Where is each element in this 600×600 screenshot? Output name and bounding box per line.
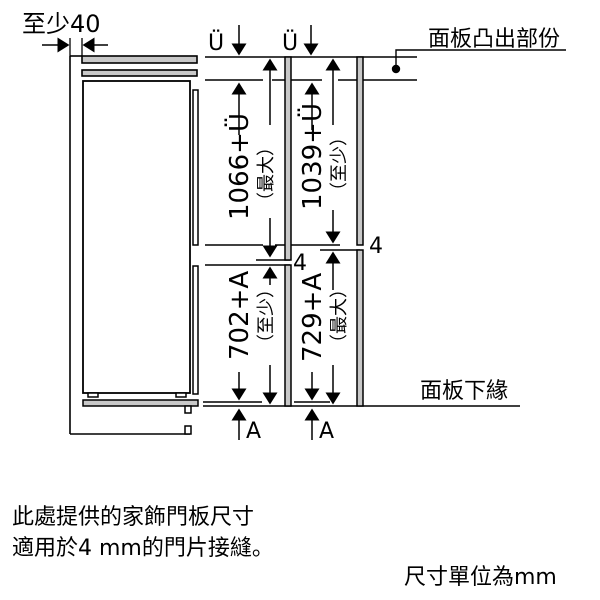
cabinet-niche xyxy=(69,55,190,435)
upper-door-panel-right xyxy=(356,56,364,246)
appliance-base xyxy=(82,392,199,435)
dim-upper-left-arrows xyxy=(231,58,278,258)
unit-note: 尺寸單位為mm xyxy=(404,565,557,590)
overhang-label-right: Ü xyxy=(282,30,298,56)
note-line-1: 此處提供的家飾門板尺寸 xyxy=(12,505,255,530)
dim-lower-left-qualifier: （至少） xyxy=(256,280,277,352)
dim-lower-right-qualifier: （最大） xyxy=(329,280,350,352)
gap-label-right: 4 xyxy=(369,234,383,259)
callout-panel-bottom-edge: 面板下緣 xyxy=(420,379,508,404)
lower-door-panel-left xyxy=(284,264,292,407)
dim-lower-left: 702+A （至少） xyxy=(225,271,277,360)
dim-upper-right-arrows xyxy=(304,58,341,244)
dim-lower-right-value: 729+A xyxy=(298,273,328,362)
dim-upper-right-qualifier: （至少） xyxy=(329,128,350,200)
dim-upper-right-value: 1039+Ü xyxy=(296,103,328,210)
gap-label-left: 4 xyxy=(293,251,307,276)
top-strips xyxy=(81,55,198,77)
note-text: 此處提供的家飾門板尺寸 適用於4 mm的門片接縫。 xyxy=(12,502,274,564)
dim-lower-left-value: 702+A xyxy=(225,271,255,360)
top-clearance-label: 至少40 xyxy=(22,10,101,38)
dim-lower-right: 729+A （最大） xyxy=(298,273,350,362)
note-line-2: 適用於4 mm的門片接縫。 xyxy=(12,536,274,561)
dim-upper-left: 1066+Ü （最大） xyxy=(223,113,277,220)
appliance-body xyxy=(82,80,191,394)
bottom-label-right: A xyxy=(319,419,334,444)
upper-door-panel-left xyxy=(284,56,292,261)
bottom-label-left: A xyxy=(246,419,261,444)
dim-upper-left-value: 1066+Ü xyxy=(223,113,255,220)
dim-lower-left-arrows xyxy=(231,266,278,440)
overhang-label-left: Ü xyxy=(208,30,224,56)
dim-upper-right: 1039+Ü （至少） xyxy=(296,103,350,210)
lower-door-panel-right xyxy=(356,249,364,407)
door-panels xyxy=(284,56,364,407)
dim-upper-left-qualifier: （最大） xyxy=(256,138,277,210)
clearance-arrows xyxy=(42,37,108,56)
dim-lower-right-arrows xyxy=(304,251,341,440)
callout-panel-top-protrusion: 面板凸出部份 xyxy=(428,27,560,52)
callout-leader-top xyxy=(391,49,566,74)
appliance-door-edges xyxy=(192,89,199,395)
